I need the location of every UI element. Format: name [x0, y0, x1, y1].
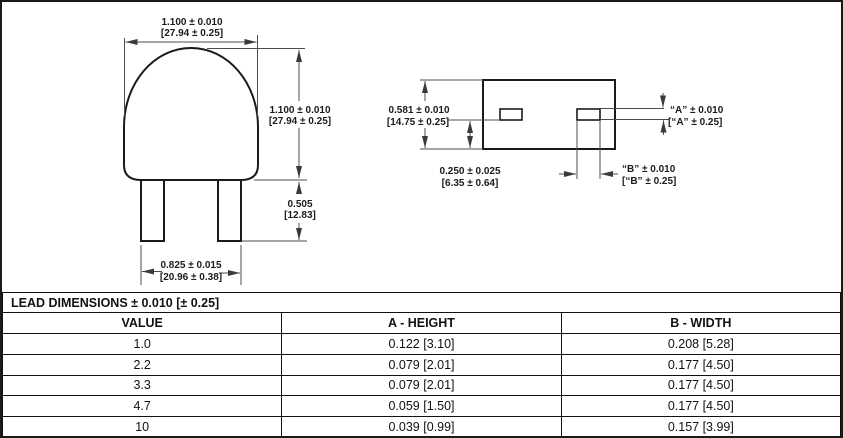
dim-label-b-mm: [“B” ± 0.25]: [622, 176, 676, 187]
dimension-bottom-body-height: 0.581 ± 0.010 [14.75 ± 0.25]: [387, 79, 483, 150]
table-title-row: LEAD DIMENSIONS ± 0.010 [± 0.25]: [2, 292, 841, 313]
dim-label-body-height-mm: [27.94 ± 0.25]: [269, 116, 331, 127]
dim-label-b-in: “B” ± 0.010: [622, 164, 676, 175]
lead-cross-section-left: [499, 108, 523, 121]
dim-label-lead-spacing-mm: [20.96 ± 0.38]: [160, 272, 222, 283]
dimension-lead-inset: 0.250 ± 0.025 [6.35 ± 0.64]: [439, 119, 501, 189]
column-header-b-width: B - WIDTH: [560, 312, 841, 334]
dim-label-lead-inset-mm: [6.35 ± 0.64]: [442, 178, 499, 189]
dimension-b-lead-width: “B” ± 0.010 [“B” ± 0.25]: [559, 120, 676, 187]
cell-value: 10: [2, 416, 283, 436]
cell-a-height: 0.039 [0.99]: [281, 416, 562, 436]
cell-a-height: 0.059 [1.50]: [281, 395, 562, 418]
cell-b-width: 0.177 [4.50]: [560, 374, 841, 397]
front-lead-right: [217, 179, 242, 242]
column-header-a-height: A - HEIGHT: [281, 312, 562, 334]
dim-label-bottom-height-in: 0.581 ± 0.010: [388, 105, 450, 116]
bottom-view-drawing: 0.581 ± 0.010 [14.75 ± 0.25] 0.250 ± 0.0…: [387, 79, 724, 189]
dim-label-lead-length-in: 0.505: [287, 199, 312, 210]
dim-label-body-height-in: 1.100 ± 0.010: [269, 105, 331, 116]
dim-label-a-mm: [“A” ± 0.25]: [668, 117, 722, 128]
table-row: 10 0.039 [0.99] 0.157 [3.99]: [2, 416, 841, 436]
dim-label-lead-spacing-in: 0.825 ± 0.015: [160, 260, 222, 271]
cell-a-height: 0.079 [2.01]: [281, 353, 562, 376]
dimension-a-lead-height: “A” ± 0.010 [“A” ± 0.25]: [600, 93, 724, 135]
cell-b-width: 0.177 [4.50]: [560, 395, 841, 418]
cell-b-width: 0.177 [4.50]: [560, 353, 841, 376]
table-row: 3.3 0.079 [2.01] 0.177 [4.50]: [2, 374, 841, 397]
mechanical-drawings: 1.100 ± 0.010 [27.94 ± 0.25] 1.100 ± 0.0…: [123, 17, 724, 285]
dim-label-a-in: “A” ± 0.010: [670, 105, 724, 116]
dim-label-body-width-mm: [27.94 ± 0.25]: [161, 28, 223, 39]
front-view-drawing: 1.100 ± 0.010 [27.94 ± 0.25] 1.100 ± 0.0…: [123, 17, 331, 285]
cell-a-height: 0.122 [3.10]: [281, 333, 562, 355]
cell-a-height: 0.079 [2.01]: [281, 374, 562, 397]
cell-value: 4.7: [2, 395, 283, 418]
front-lead-left: [140, 179, 165, 242]
dim-label-lead-inset-in: 0.250 ± 0.025: [439, 166, 501, 177]
table-title: LEAD DIMENSIONS ± 0.010 [± 0.25]: [2, 292, 841, 313]
cell-value: 1.0: [2, 333, 283, 355]
lead-dimensions-table: LEAD DIMENSIONS ± 0.010 [± 0.25] VALUE A…: [2, 292, 841, 436]
column-header-value: VALUE: [2, 312, 283, 334]
cell-b-width: 0.208 [5.28]: [560, 333, 841, 355]
dim-label-lead-length-mm: [12.83]: [284, 210, 316, 221]
dim-label-bottom-height-mm: [14.75 ± 0.25]: [387, 117, 449, 128]
dim-label-body-width-in: 1.100 ± 0.010: [161, 17, 223, 28]
dimension-lead-length: 0.505 [12.83]: [242, 182, 316, 242]
table-row: 2.2 0.079 [2.01] 0.177 [4.50]: [2, 353, 841, 376]
lead-cross-section-right: [576, 108, 601, 121]
component-body-outline: [123, 46, 259, 181]
dimension-body-height: 1.100 ± 0.010 [27.94 ± 0.25]: [207, 48, 331, 181]
table-row: 4.7 0.059 [1.50] 0.177 [4.50]: [2, 395, 841, 418]
cell-b-width: 0.157 [3.99]: [560, 416, 841, 436]
cell-value: 3.3: [2, 374, 283, 397]
cell-value: 2.2: [2, 353, 283, 376]
table-row: 1.0 0.122 [3.10] 0.208 [5.28]: [2, 333, 841, 355]
dimension-lead-spacing: 0.825 ± 0.015 [20.96 ± 0.38]: [140, 245, 242, 285]
table-header-row: VALUE A - HEIGHT B - WIDTH: [2, 312, 841, 334]
